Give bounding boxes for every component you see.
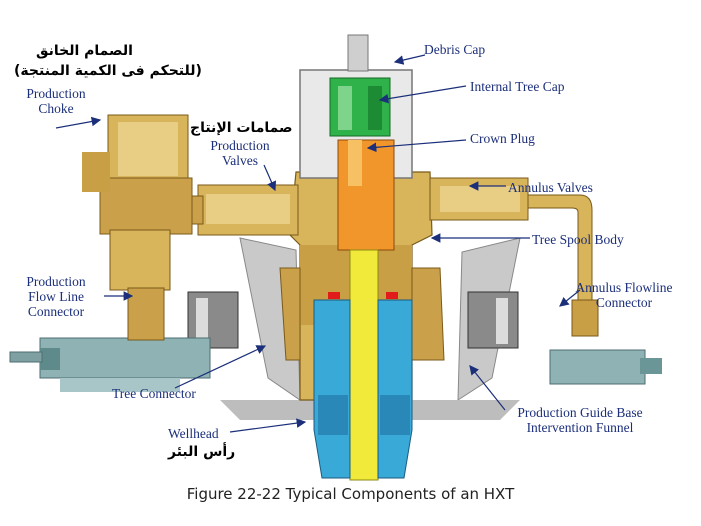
arabic-choke-line2: (للتحكم فى الكمية المنتجة) <box>14 63 202 79</box>
label-wellhead: Wellhead <box>168 426 219 441</box>
arabic-production-valves: صمامات الإنتاج <box>190 120 293 136</box>
wellhead-section <box>313 299 413 479</box>
label-production-guide-base: Production Guide Base Intervention Funne… <box>505 405 655 435</box>
label-pflc-line2: Flow Line <box>28 289 84 304</box>
arabic-choke-line1: الصمام الخانق <box>36 43 133 59</box>
label-crown-plug: Crown Plug <box>470 131 535 146</box>
annulus-valve-block <box>429 177 599 337</box>
label-pv-line1: Production <box>210 138 270 153</box>
leader-arrows <box>55 54 581 433</box>
production-choke-assembly <box>82 114 193 341</box>
label-tree-connector: Tree Connector <box>112 386 196 401</box>
figure-caption: Figure 22-22 Typical Components of an HX… <box>186 485 515 503</box>
label-guide-base-line2: Intervention Funnel <box>526 420 634 435</box>
annulus-flowline-teal <box>549 349 662 385</box>
label-tree-spool-body: Tree Spool Body <box>532 232 624 247</box>
label-pflc-line1: Production <box>26 274 86 289</box>
label-choke-line2: Choke <box>38 101 74 116</box>
seal-rings <box>328 292 398 299</box>
crown-plug-section <box>337 139 395 251</box>
label-pv-line2: Valves <box>222 153 258 168</box>
label-production-flow-line-connector: Production Flow Line Connector <box>14 274 98 319</box>
production-flowline-teal <box>9 337 211 392</box>
label-annulus-valves: Annulus Valves <box>508 180 593 195</box>
production-valve-block <box>174 184 299 236</box>
label-production-valves: Production Valves <box>200 138 280 168</box>
label-debris-cap: Debris Cap <box>424 42 486 57</box>
label-production-choke: Production Choke <box>18 86 94 116</box>
label-annulus-flowline-connector: Annulus Flowline Connector <box>562 280 686 310</box>
label-guide-base-line1: Production Guide Base <box>517 405 643 420</box>
label-annulus-flowline-line2: Connector <box>595 295 653 310</box>
arabic-wellhead: رأس البئر <box>168 444 236 460</box>
label-annulus-flowline-line1: Annulus Flowline <box>575 280 673 295</box>
label-pflc-line3: Connector <box>27 304 85 319</box>
internal-tree-cap <box>329 77 391 137</box>
guide-posts <box>187 291 519 349</box>
label-choke-line1: Production <box>26 86 86 101</box>
production-bore <box>349 249 379 481</box>
label-internal-tree-cap: Internal Tree Cap <box>470 79 565 94</box>
